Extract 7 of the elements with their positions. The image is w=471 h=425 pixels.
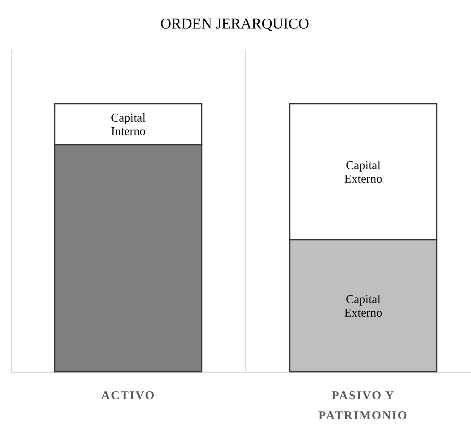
bar-segment: Capital Externo — [289, 103, 438, 241]
axis-label: PASIVO Y PATRIMONIO — [318, 392, 407, 420]
bar-segment — [54, 144, 203, 373]
axis-label: ACTIVO — [102, 392, 154, 400]
bar-segment: Capital Interno — [54, 103, 203, 146]
bar-segment: Capital Externo — [289, 239, 438, 373]
chart-title: ORDEN JERARQUICO — [161, 18, 309, 32]
